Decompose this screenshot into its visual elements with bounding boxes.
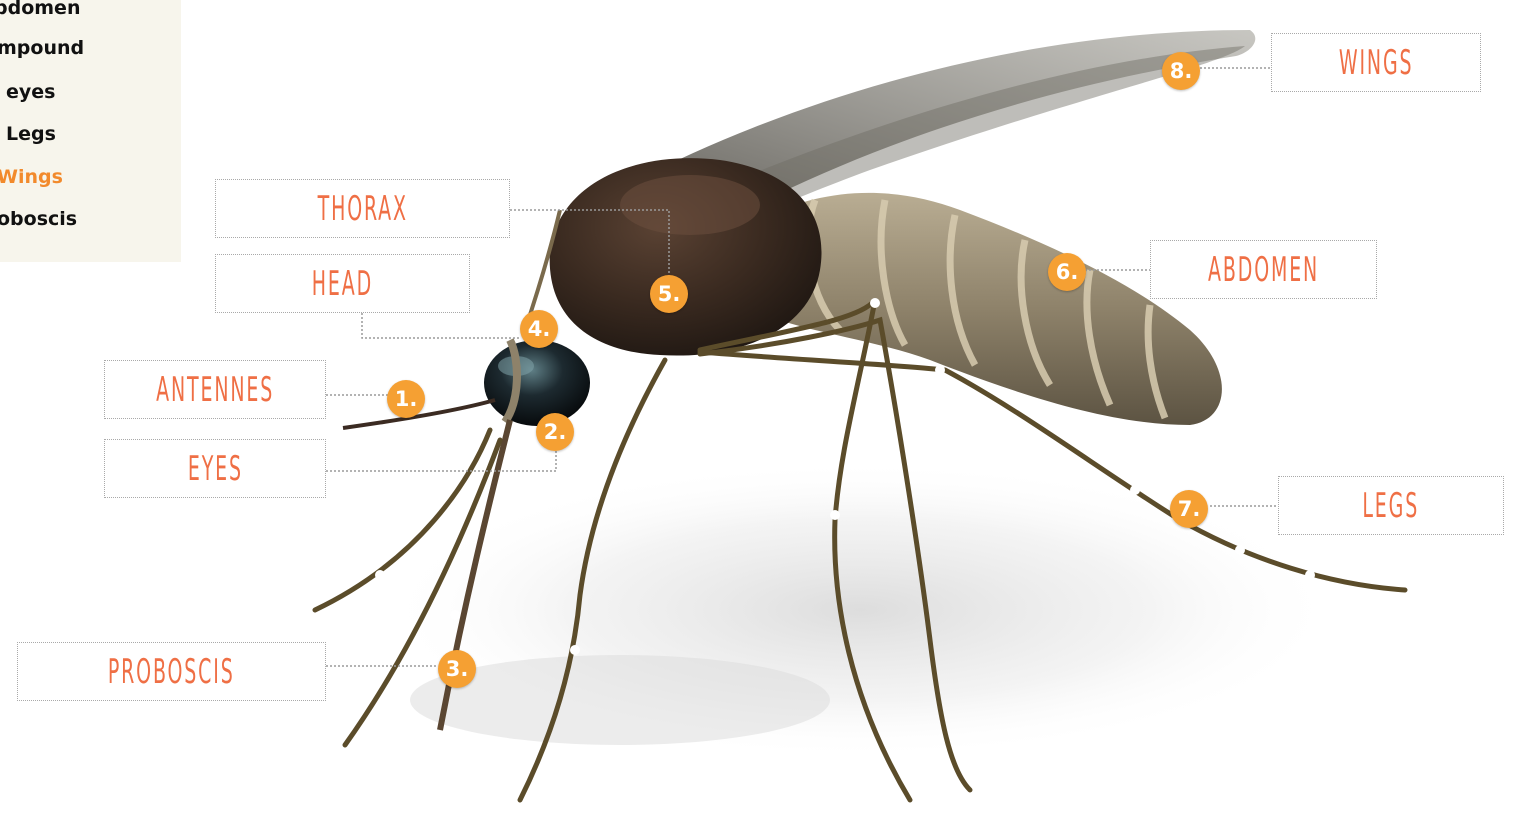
thorax-highlight: [620, 175, 760, 235]
badge-proboscis[interactable]: 3.: [438, 650, 476, 688]
label-proboscis: PROBOSCIS: [17, 642, 326, 701]
label-legs-text: LEGS: [1363, 486, 1420, 526]
label-thorax: THORAX: [215, 179, 510, 238]
label-thorax-text: THORAX: [317, 189, 407, 229]
label-wings-text: WINGS: [1339, 43, 1414, 83]
label-proboscis-text: PROBOSCIS: [108, 652, 235, 692]
badge-antennes[interactable]: 1.: [387, 380, 425, 418]
badge-eyes[interactable]: 2.: [536, 413, 574, 451]
badge-head[interactable]: 4.: [520, 310, 558, 348]
badge-wings[interactable]: 8.: [1162, 52, 1200, 90]
label-head: HEAD: [215, 254, 470, 313]
label-legs: LEGS: [1278, 476, 1504, 535]
head-shape: [484, 340, 590, 426]
label-head-text: HEAD: [312, 264, 373, 304]
label-eyes-text: EYES: [187, 449, 242, 489]
badge-thorax[interactable]: 5.: [650, 275, 688, 313]
badge-legs[interactable]: 7.: [1170, 490, 1208, 528]
label-antennes-text: ANTENNES: [156, 370, 274, 410]
label-abdomen-text: ABDOMEN: [1208, 250, 1319, 290]
badge-abdomen[interactable]: 6.: [1048, 253, 1086, 291]
label-antennes: ANTENNES: [104, 360, 326, 419]
label-eyes: EYES: [104, 439, 326, 498]
label-wings: WINGS: [1271, 33, 1481, 92]
label-abdomen: ABDOMEN: [1150, 240, 1377, 299]
